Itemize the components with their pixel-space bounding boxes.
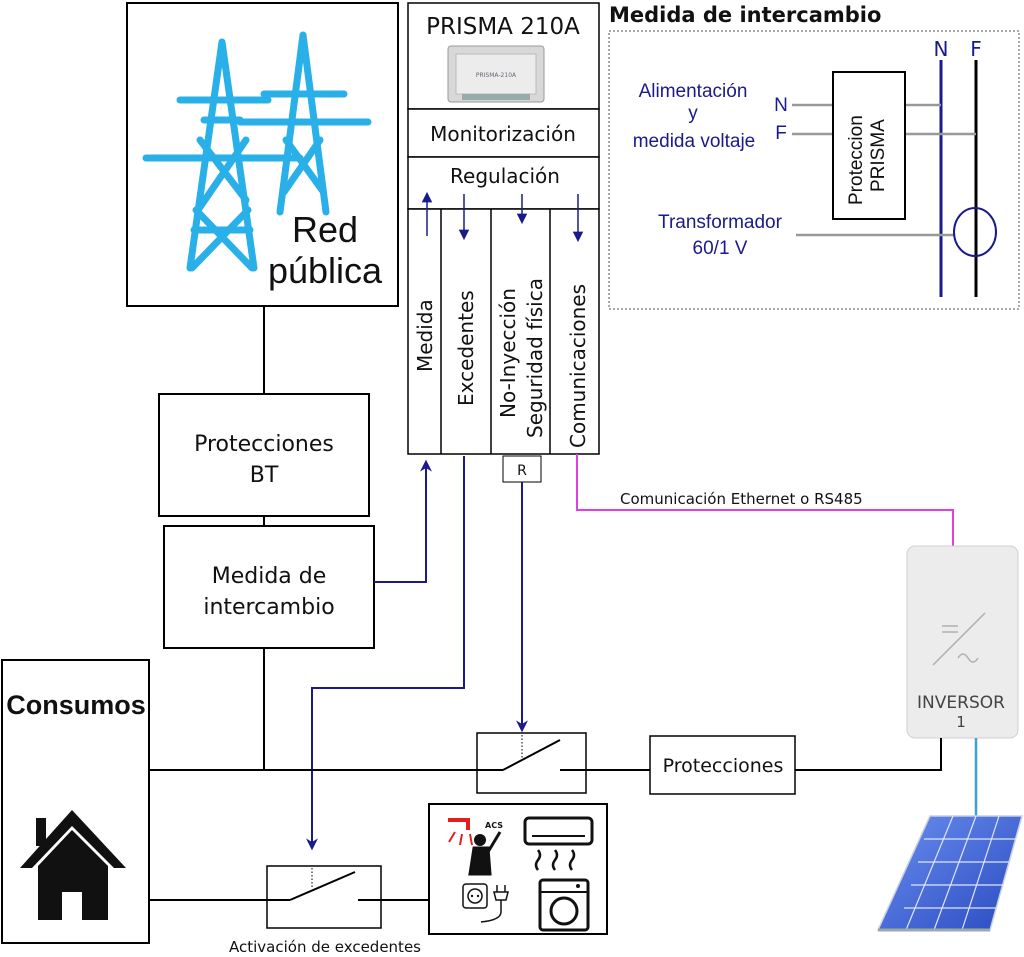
inversor-line2: 1 — [956, 713, 966, 731]
alimentacion-line1: Alimentación — [639, 81, 748, 102]
proteccion-line2: PRISMA — [868, 119, 889, 192]
inversor-box — [906, 545, 1019, 739]
col-no-inyeccion: No-Inyección — [496, 288, 520, 418]
monitorizacion-label: Monitorización — [430, 122, 576, 146]
proteccion-line1: Proteccion — [846, 115, 867, 205]
comm-line — [576, 454, 954, 546]
functions-box — [407, 208, 600, 455]
washing-machine-icon — [538, 878, 590, 932]
prisma-title: PRISMA 210A — [426, 14, 580, 40]
consumos-box — [1, 659, 150, 944]
inversor-line1: INVERSOR — [917, 693, 1005, 713]
air-conditioner-icon — [523, 816, 594, 871]
comm-label: Comunicación Ethernet o RS485 — [620, 490, 863, 508]
prisma-device-image: PRISMA-210A — [447, 45, 545, 103]
alimentacion-line2: y — [688, 103, 698, 124]
medida-intercambio-line2: intercambio — [203, 595, 334, 620]
alimentacion-line3: medida voltaje — [633, 131, 756, 152]
inverter-feed-line — [795, 738, 942, 771]
excedentes-switch-box — [266, 865, 382, 929]
protecciones-label: Protecciones — [663, 755, 784, 777]
inset-f-label: F — [970, 37, 982, 61]
protecciones-bt-box — [158, 393, 370, 517]
medida-intercambio-line1: Medida de — [212, 564, 327, 589]
inset-n-small: N — [774, 95, 788, 116]
col-medida: Medida — [413, 299, 437, 372]
col-comunicaciones: Comunicaciones — [566, 284, 590, 448]
no-inyeccion-switch-box — [476, 732, 587, 794]
house-icon — [20, 810, 126, 920]
red-publica-line2: pública — [268, 250, 383, 291]
inset-n-label: N — [934, 37, 949, 61]
relay-label: R — [517, 463, 527, 479]
excedentes-signal-line — [306, 456, 465, 851]
transformador-line2: 60/1 V — [693, 238, 748, 259]
proteccion-prisma-box — [832, 71, 906, 220]
solar-panel-icon — [876, 815, 1023, 932]
inset-box — [608, 30, 1020, 310]
red-publica-line1: Red — [292, 209, 358, 250]
transformador-line1: Transformador — [658, 212, 783, 233]
monitorizacion-box — [407, 108, 600, 158]
activacion-label: Activación de excedentes — [229, 938, 421, 956]
acs-label: ACS — [485, 821, 503, 830]
regulacion-label: Regulación — [450, 164, 560, 188]
inset-f-small: F — [775, 123, 787, 144]
transformer-icon — [953, 207, 997, 257]
prisma-device-label: PRISMA-210A — [476, 72, 517, 79]
medida-signal-line — [374, 459, 432, 583]
power-tower-icon — [142, 31, 372, 272]
power-outlet-icon — [462, 883, 509, 923]
inverter-symbol-icon — [932, 612, 986, 666]
protecciones-box — [649, 735, 796, 795]
protecciones-bt-line1: Protecciones — [194, 432, 334, 457]
medida-intercambio-box — [163, 525, 375, 649]
inset-title: Medida de intercambio — [609, 3, 881, 27]
consumos-label: Consumos — [6, 690, 146, 720]
relay-box — [502, 455, 542, 483]
col-excedentes: Excedentes — [454, 290, 478, 406]
protecciones-bt-line2: BT — [250, 463, 279, 488]
water-heater-shower-icon: ACS — [448, 818, 503, 876]
col-seguridad: Seguridad física — [523, 278, 547, 438]
